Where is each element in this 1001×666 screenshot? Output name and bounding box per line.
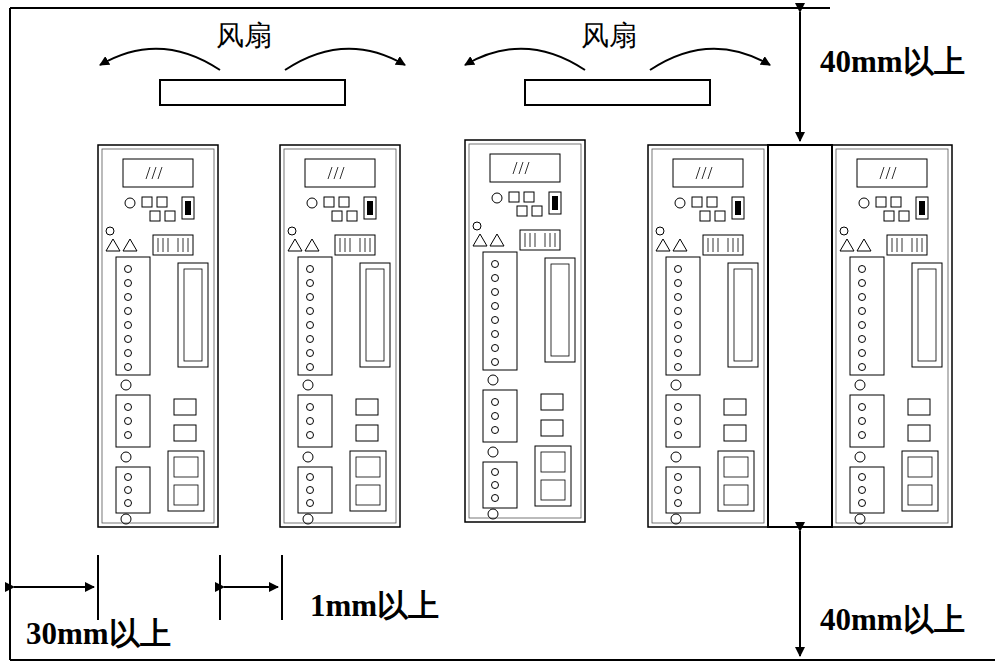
clearance-dimension: 40mm以上 — [820, 46, 965, 77]
clearance-dimension: 40mm以上 — [820, 604, 965, 635]
fan-label: 风扇 — [216, 22, 272, 50]
fan-label: 风扇 — [581, 22, 637, 50]
clearance-dimension: 1mm以上 — [310, 590, 439, 621]
clearance-dimension: 30mm以上 — [26, 618, 171, 649]
